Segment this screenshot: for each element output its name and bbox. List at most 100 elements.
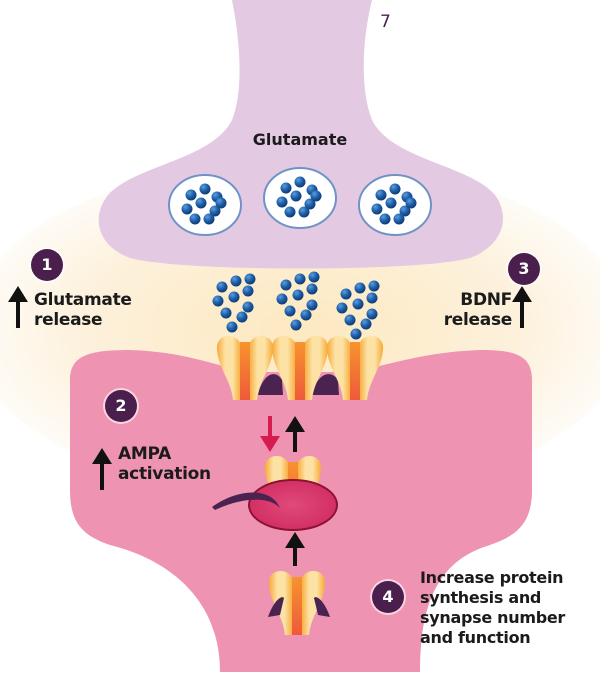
glutamate-molecule [294,176,306,188]
arrow-up-icon [92,448,112,490]
glutamate-molecule [306,299,318,311]
arrow-down-red-icon [260,416,280,452]
receptor-subunit [216,335,241,400]
glutamate-molecule [354,282,366,294]
glutamate-molecule [393,213,405,225]
glutamate-molecule [199,183,211,195]
glutamate-molecule [399,205,411,217]
receptor-channel [292,577,302,635]
glutamate-molecule [242,301,254,313]
step-3-line-1: BDNF [460,290,512,310]
arrow-up-icon [285,416,305,452]
glutamate-molecule [366,292,378,304]
glutamate-molecule [226,321,238,333]
receptor-channel [350,342,360,400]
glutamate-molecule [336,302,348,314]
step-1-line-2: release [34,310,103,330]
receptor-subunit [326,335,351,400]
arrow-up-icon [8,286,28,328]
receptor-channel [240,342,250,400]
glutamate-molecule [292,289,304,301]
glutamate-molecule [298,206,310,218]
vesicle-group [168,167,432,236]
step-1-label: Glutamate release [34,290,132,330]
step-4-label: Increase protein synthesis and synapse n… [420,568,565,648]
glutamate-molecule [310,190,322,202]
glutamate-molecule [284,206,296,218]
vesicle [168,174,242,236]
step-3-label: BDNF release [440,290,513,330]
glutamate-molecule [216,281,228,293]
glutamate-molecule [405,197,417,209]
receptor-subunit [271,335,296,400]
ampa-receptor [216,335,274,400]
step-2-line-2: activation [118,464,211,484]
glutamate-molecule [379,213,391,225]
glutamate-molecule [385,197,397,209]
vesicle [263,167,337,229]
glutamate-molecule [236,311,248,323]
glutamate-molecule [352,298,364,310]
receptor-channel [295,342,305,400]
glutamate-molecule [189,213,201,225]
glutamate-molecule [244,273,256,285]
scaffold-protein [268,597,284,617]
step-badge-4: 4 [372,581,404,613]
ampa-receptor [326,335,384,400]
glutamate-molecule [284,305,296,317]
step-4-line-1: Increase protein [420,568,564,587]
glutamate-molecule [340,288,352,300]
glutamate-molecule [360,318,372,330]
glutamate-molecule [294,273,306,285]
glutamate-molecule [371,203,383,215]
glutamate-label: Glutamate [252,130,348,149]
arrow-up-icon [512,286,532,328]
glutamate-molecule [290,319,302,331]
released-glutamate-group [212,271,380,340]
glutamate-molecule [375,189,387,201]
glutamate-molecule [209,205,221,217]
glutamate-molecule [181,203,193,215]
receptor-subunit [304,335,329,400]
scaffold-protein [312,374,339,395]
glutamate-molecule [276,293,288,305]
glutamate-molecule [306,283,318,295]
glutamate-molecule [203,213,215,225]
step-2-label: AMPA activation [118,444,211,484]
signaling-complex-disc [248,479,338,531]
glutamate-molecule [228,291,240,303]
step-badge-1: 1 [31,249,63,281]
glutamate-molecule [350,328,362,340]
glutamate-molecule [308,271,320,283]
glutamate-molecule [366,308,378,320]
glutamate-molecule [185,189,197,201]
glutamate-molecule [230,275,242,287]
scaffold-protein [314,597,330,617]
step-4-line-2: synthesis and [420,588,542,607]
receptor-subunit [359,335,384,400]
glutamate-molecule [242,285,254,297]
glutamate-molecule [215,197,227,209]
glutamate-molecule [280,182,292,194]
step-4-line-3: synapse number [420,608,565,627]
step-4-line-4: and function [420,628,531,647]
step-1-line-1: Glutamate [34,290,132,310]
glutamate-molecule [304,198,316,210]
step-badge-3: 3 [508,253,540,285]
glutamate-molecule [220,307,232,319]
glutamate-molecule [290,190,302,202]
scaffold-protein [258,374,283,395]
glutamate-molecule [212,295,224,307]
glutamate-molecule [389,183,401,195]
glutamate-molecule [280,279,292,291]
glutamate-molecule [300,309,312,321]
glutamate-molecule [344,314,356,326]
glutamate-molecule [368,280,380,292]
receptor-subunit [301,570,326,635]
arrow-up-icon [285,532,305,566]
figure-number: 7 [380,12,391,32]
step-badge-2: 2 [105,390,137,422]
step-2-line-1: AMPA [118,444,171,464]
